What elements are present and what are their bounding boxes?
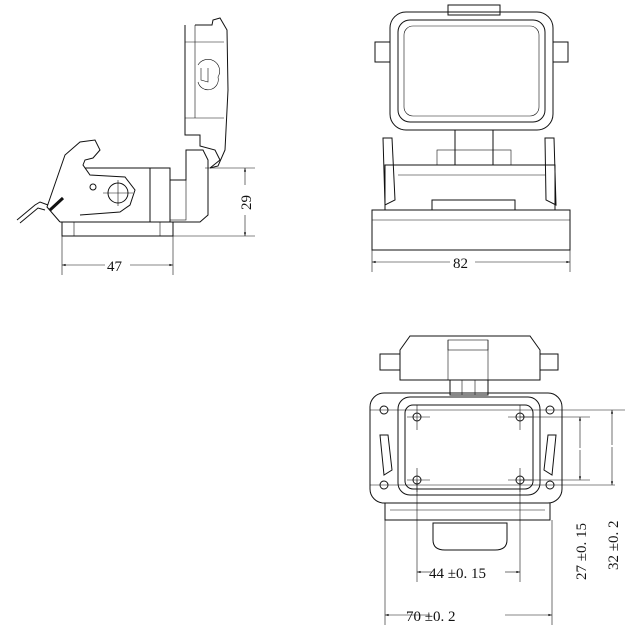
mounting-holes xyxy=(379,405,555,492)
dim-front-width: 82 xyxy=(453,256,468,272)
front-view xyxy=(371,4,571,272)
dim-hole-spacing-y: 27 ±0. 15 xyxy=(574,523,590,580)
side-view xyxy=(16,17,255,275)
dim-side-height: 29 xyxy=(239,195,255,210)
bottom-view xyxy=(369,335,625,625)
dim-side-width: 47 xyxy=(107,259,123,275)
dim-outer-hole-spacing-y: 32 ±0. 2 xyxy=(606,521,622,570)
dim-hole-spacing-x: 44 ±0. 15 xyxy=(429,566,486,582)
dim-outer-width: 70 ±0. 2 xyxy=(406,609,455,625)
